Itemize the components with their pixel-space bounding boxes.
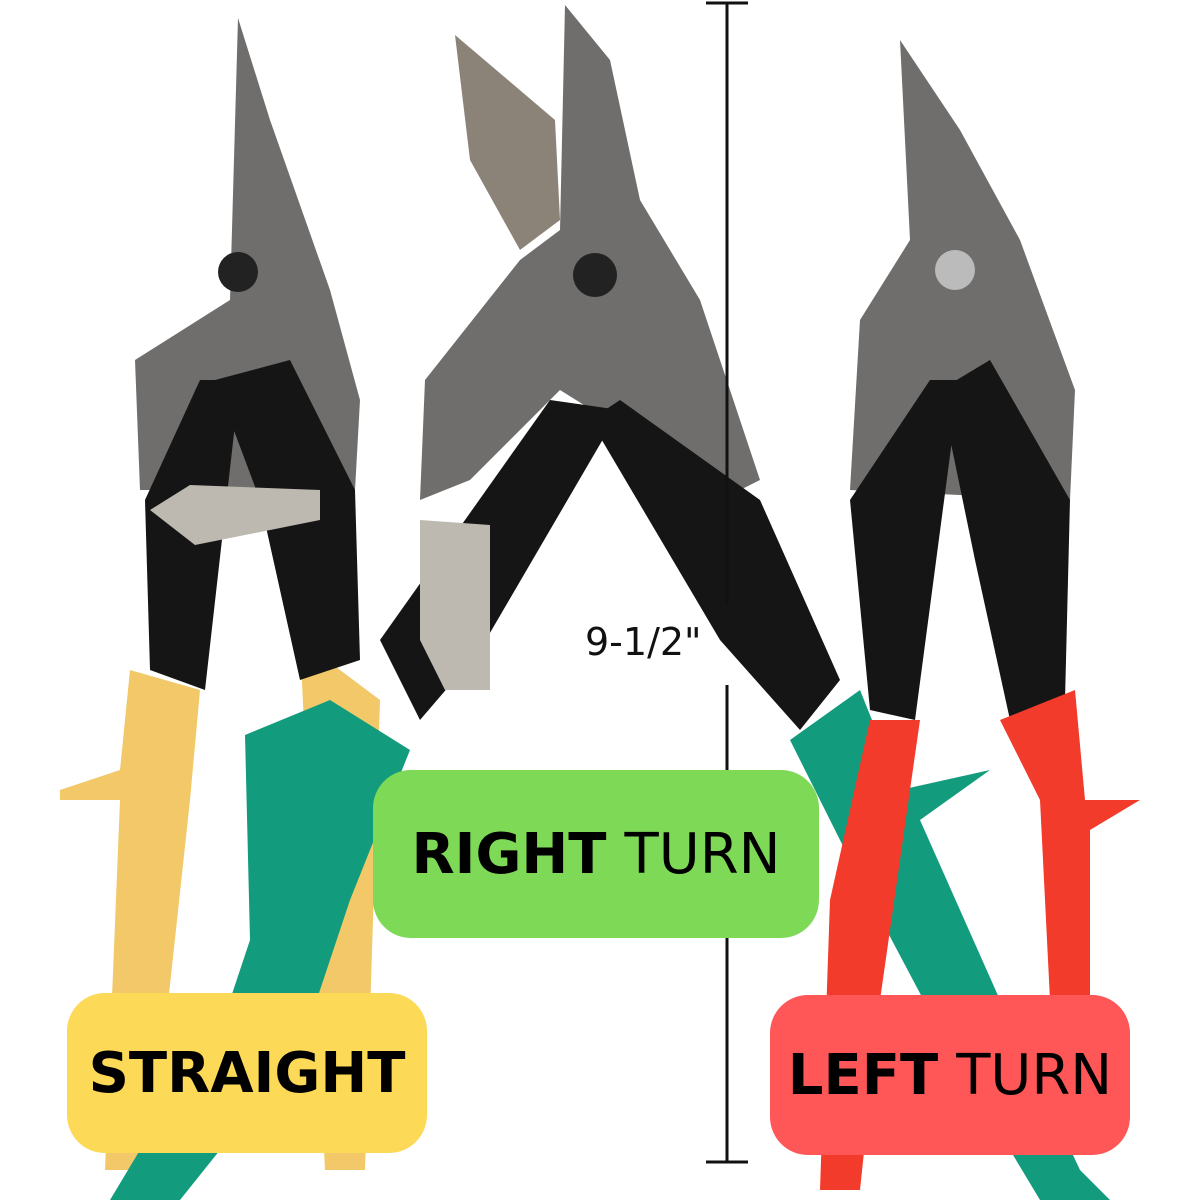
right-turn-label: RIGHT TURN	[373, 770, 819, 938]
left-turn-label-rest: TURN	[956, 1042, 1113, 1108]
right-turn-label-bold: RIGHT	[411, 821, 607, 887]
straight-label: STRAIGHT	[67, 993, 427, 1153]
right-turn-label-rest: TURN	[624, 821, 781, 887]
left-turn-label: LEFT TURN	[770, 995, 1130, 1155]
left-turn-label-bold: LEFT	[787, 1042, 939, 1108]
straight-label-text: STRAIGHT	[88, 1040, 406, 1106]
left-turn-snip	[820, 40, 1140, 1190]
measurement-label: 9-1/2"	[585, 620, 702, 664]
